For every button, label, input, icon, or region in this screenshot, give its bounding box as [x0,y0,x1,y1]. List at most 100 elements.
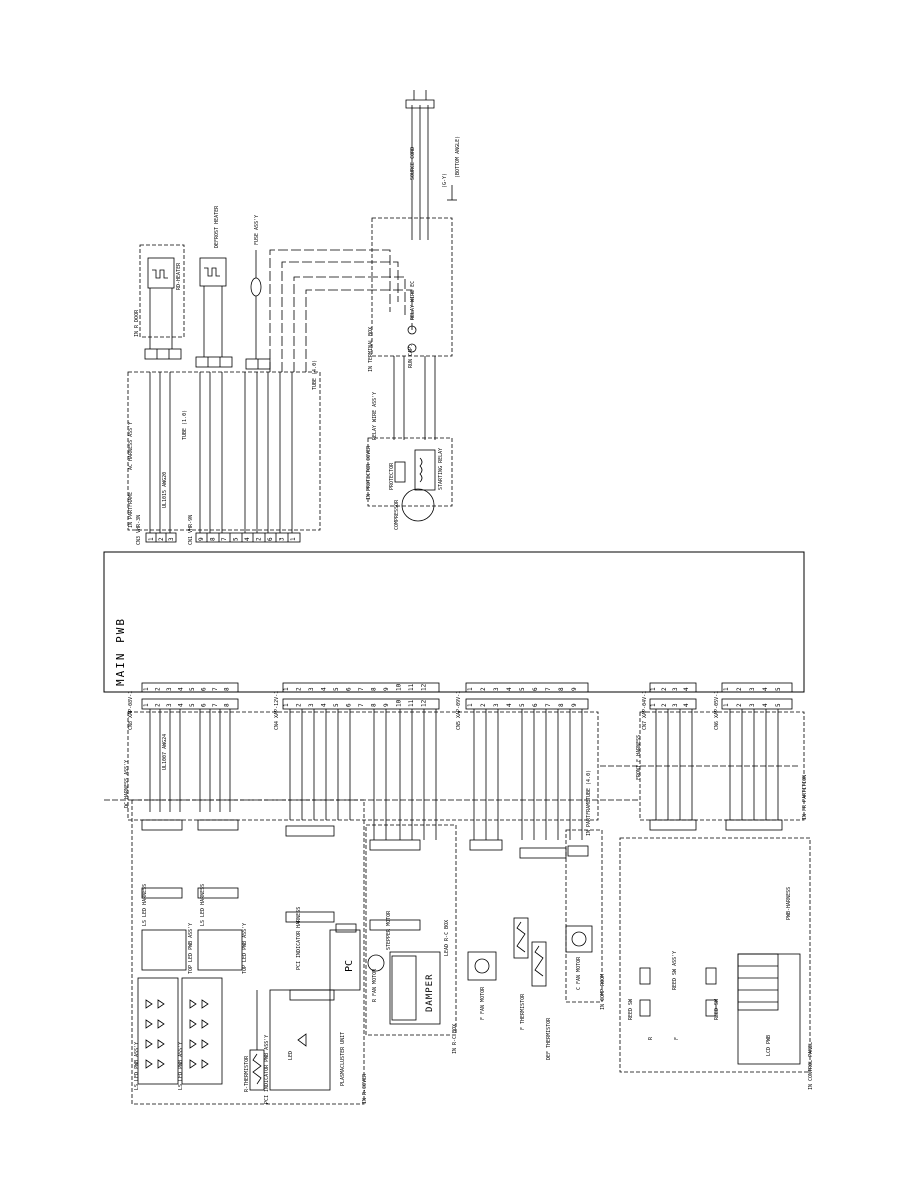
cn4-pin: 12 [421,683,428,691]
top-led-pwb-1 [141,929,187,971]
source-cord-label: SOURCE CORD [410,147,416,180]
harness-pin: 8 [224,703,231,707]
cn5-pin: 8 [558,687,565,691]
c-fan-motor-label: C FAN MOTOR [576,956,582,990]
defrost-heater-box [199,257,227,287]
cn7-pin: 2 [661,687,668,691]
r-thermistor-label: R-THERMISTOR [244,1055,250,1092]
led-label: LED [288,1051,294,1060]
cn2a-block [195,356,233,368]
cn8-pin: 2 [155,687,162,691]
f-fan-motor-box [467,951,497,981]
damper [389,951,441,1025]
cn5-pin: 9 [571,687,578,691]
harness-pin: 2 [480,703,487,707]
long-cables [269,249,413,372]
cn5-pin: 3 [493,687,500,691]
pc-unit [329,929,361,991]
cn8-pin: 1 [143,687,150,691]
cn4-pin: 8 [371,687,378,691]
r-door-box [139,244,185,338]
harness-pin: 7 [358,703,365,707]
partframe-outline [127,371,321,531]
harness-pin: 3 [493,703,500,707]
cn1-pin: 3 [279,537,286,541]
relay-wire-ec-label: RELAY WIRE EC [410,281,416,320]
cn1-dividers [206,533,289,542]
cn1-pin: 5 [233,537,240,541]
cn4-pin: 7 [358,687,365,691]
harness-pin: 5 [519,703,526,707]
harness-pin: 11 [408,699,415,707]
cn1-pin: 2 [256,537,263,541]
top-led-pwb-1-label: TOP LED PWB ASS'Y [188,923,194,974]
cn4-pin: 1 [283,687,290,691]
harness-pin: 7 [212,703,219,707]
harness-pin: 2 [155,703,162,707]
harness-pin: 9 [383,703,390,707]
wire-spec-top-label: UL1015 AWG20 [162,472,168,508]
run-cap-label: RUN CAP. [408,344,414,368]
cn8-pin: 7 [212,687,219,691]
cn6-pin: 4 [762,687,769,691]
cn8-pin: 6 [201,687,208,691]
upper-harness-blocks [141,698,793,710]
harness-pin: 3 [749,703,756,707]
harness-pin: 1 [723,703,730,707]
mid-connector-blocks [141,819,783,859]
cn5-pin: 5 [519,687,526,691]
wire-spec-left-label: UL1007 AWG24 [162,734,168,770]
cn1-pin: 1 [290,537,297,541]
cn5-pin: 7 [545,687,552,691]
main-pwb-title: MAIN PWB [114,617,127,686]
rd-heater-box [147,257,175,289]
starting-relay [414,449,436,491]
harness-pin: 8 [558,703,565,707]
cn4-pin: 6 [346,687,353,691]
pci-indicator-pwb-label: PCI INDICATOR PWB ASS'Y [264,1035,270,1104]
harness-wires [149,709,779,840]
harness-pin: 3 [166,703,173,707]
cn4-pin: 2 [296,687,303,691]
front-f-harness-label: FRONT F HARNESS [636,735,642,780]
in-terminal-box-label: IN TERMINAL BOX [368,327,374,372]
reed-switches [639,967,717,1017]
ls-led-pwb-1-label: LS LED PWB ASS'Y [134,1042,140,1090]
cn4-pin: 4 [321,687,328,691]
cn1-pin: 9 [198,537,205,541]
harness-pin: 6 [346,703,353,707]
lower-connector-blocks [141,682,793,693]
comp-room-box [565,829,603,1003]
def-thermistor-label: DEF THERMISTOR [546,1017,552,1060]
cn5-header-label: CN5 XAP-09V-1 [456,691,462,730]
harness-pin: 3 [672,703,679,707]
lead-rc-box-label: LEAD R-C BOX [444,920,450,956]
defrost-heater-label: DEFROST HEATER [214,205,220,248]
cn1-block [195,532,301,543]
protector-label: PROTECTOR [389,462,395,490]
led-diodes [145,999,209,1069]
harness-pin: 9 [571,703,578,707]
in-partframe-left-label: IN PARTFRAME [586,800,592,836]
in-protector-cover-label: IN PROTECTOR COVER [366,445,372,500]
cn6-pin: 3 [749,687,756,691]
ls-led-pwb-1 [137,977,179,1085]
harness-pin: 7 [545,703,552,707]
tube-left-label: TUBE (4.0) [586,770,592,800]
harness-pin: 6 [201,703,208,707]
cn7-pin: 4 [683,687,690,691]
cn1-pin: 8 [210,537,217,541]
cn8-pin: 8 [224,687,231,691]
in-r-door-label: IN R DOOR [134,309,140,337]
cn5-pin: 4 [506,687,513,691]
source-cord [405,90,435,240]
protector [394,461,406,483]
reed-sw-2-label: REED SW [714,998,720,1020]
cn7-header-label: CN7 XAP-04V-1 [642,691,648,730]
harness-pin: 1 [143,703,150,707]
relay-wire-assy-label: RELAY WIRE ASS'Y [372,392,378,440]
in-partframe-top-label: IN PARTFRAME [128,492,134,528]
ls-led-harness-1-label: LS LED HARNESS [142,884,148,926]
cn6-pin: 5 [775,687,782,691]
cn1-pin: 7 [221,537,228,541]
